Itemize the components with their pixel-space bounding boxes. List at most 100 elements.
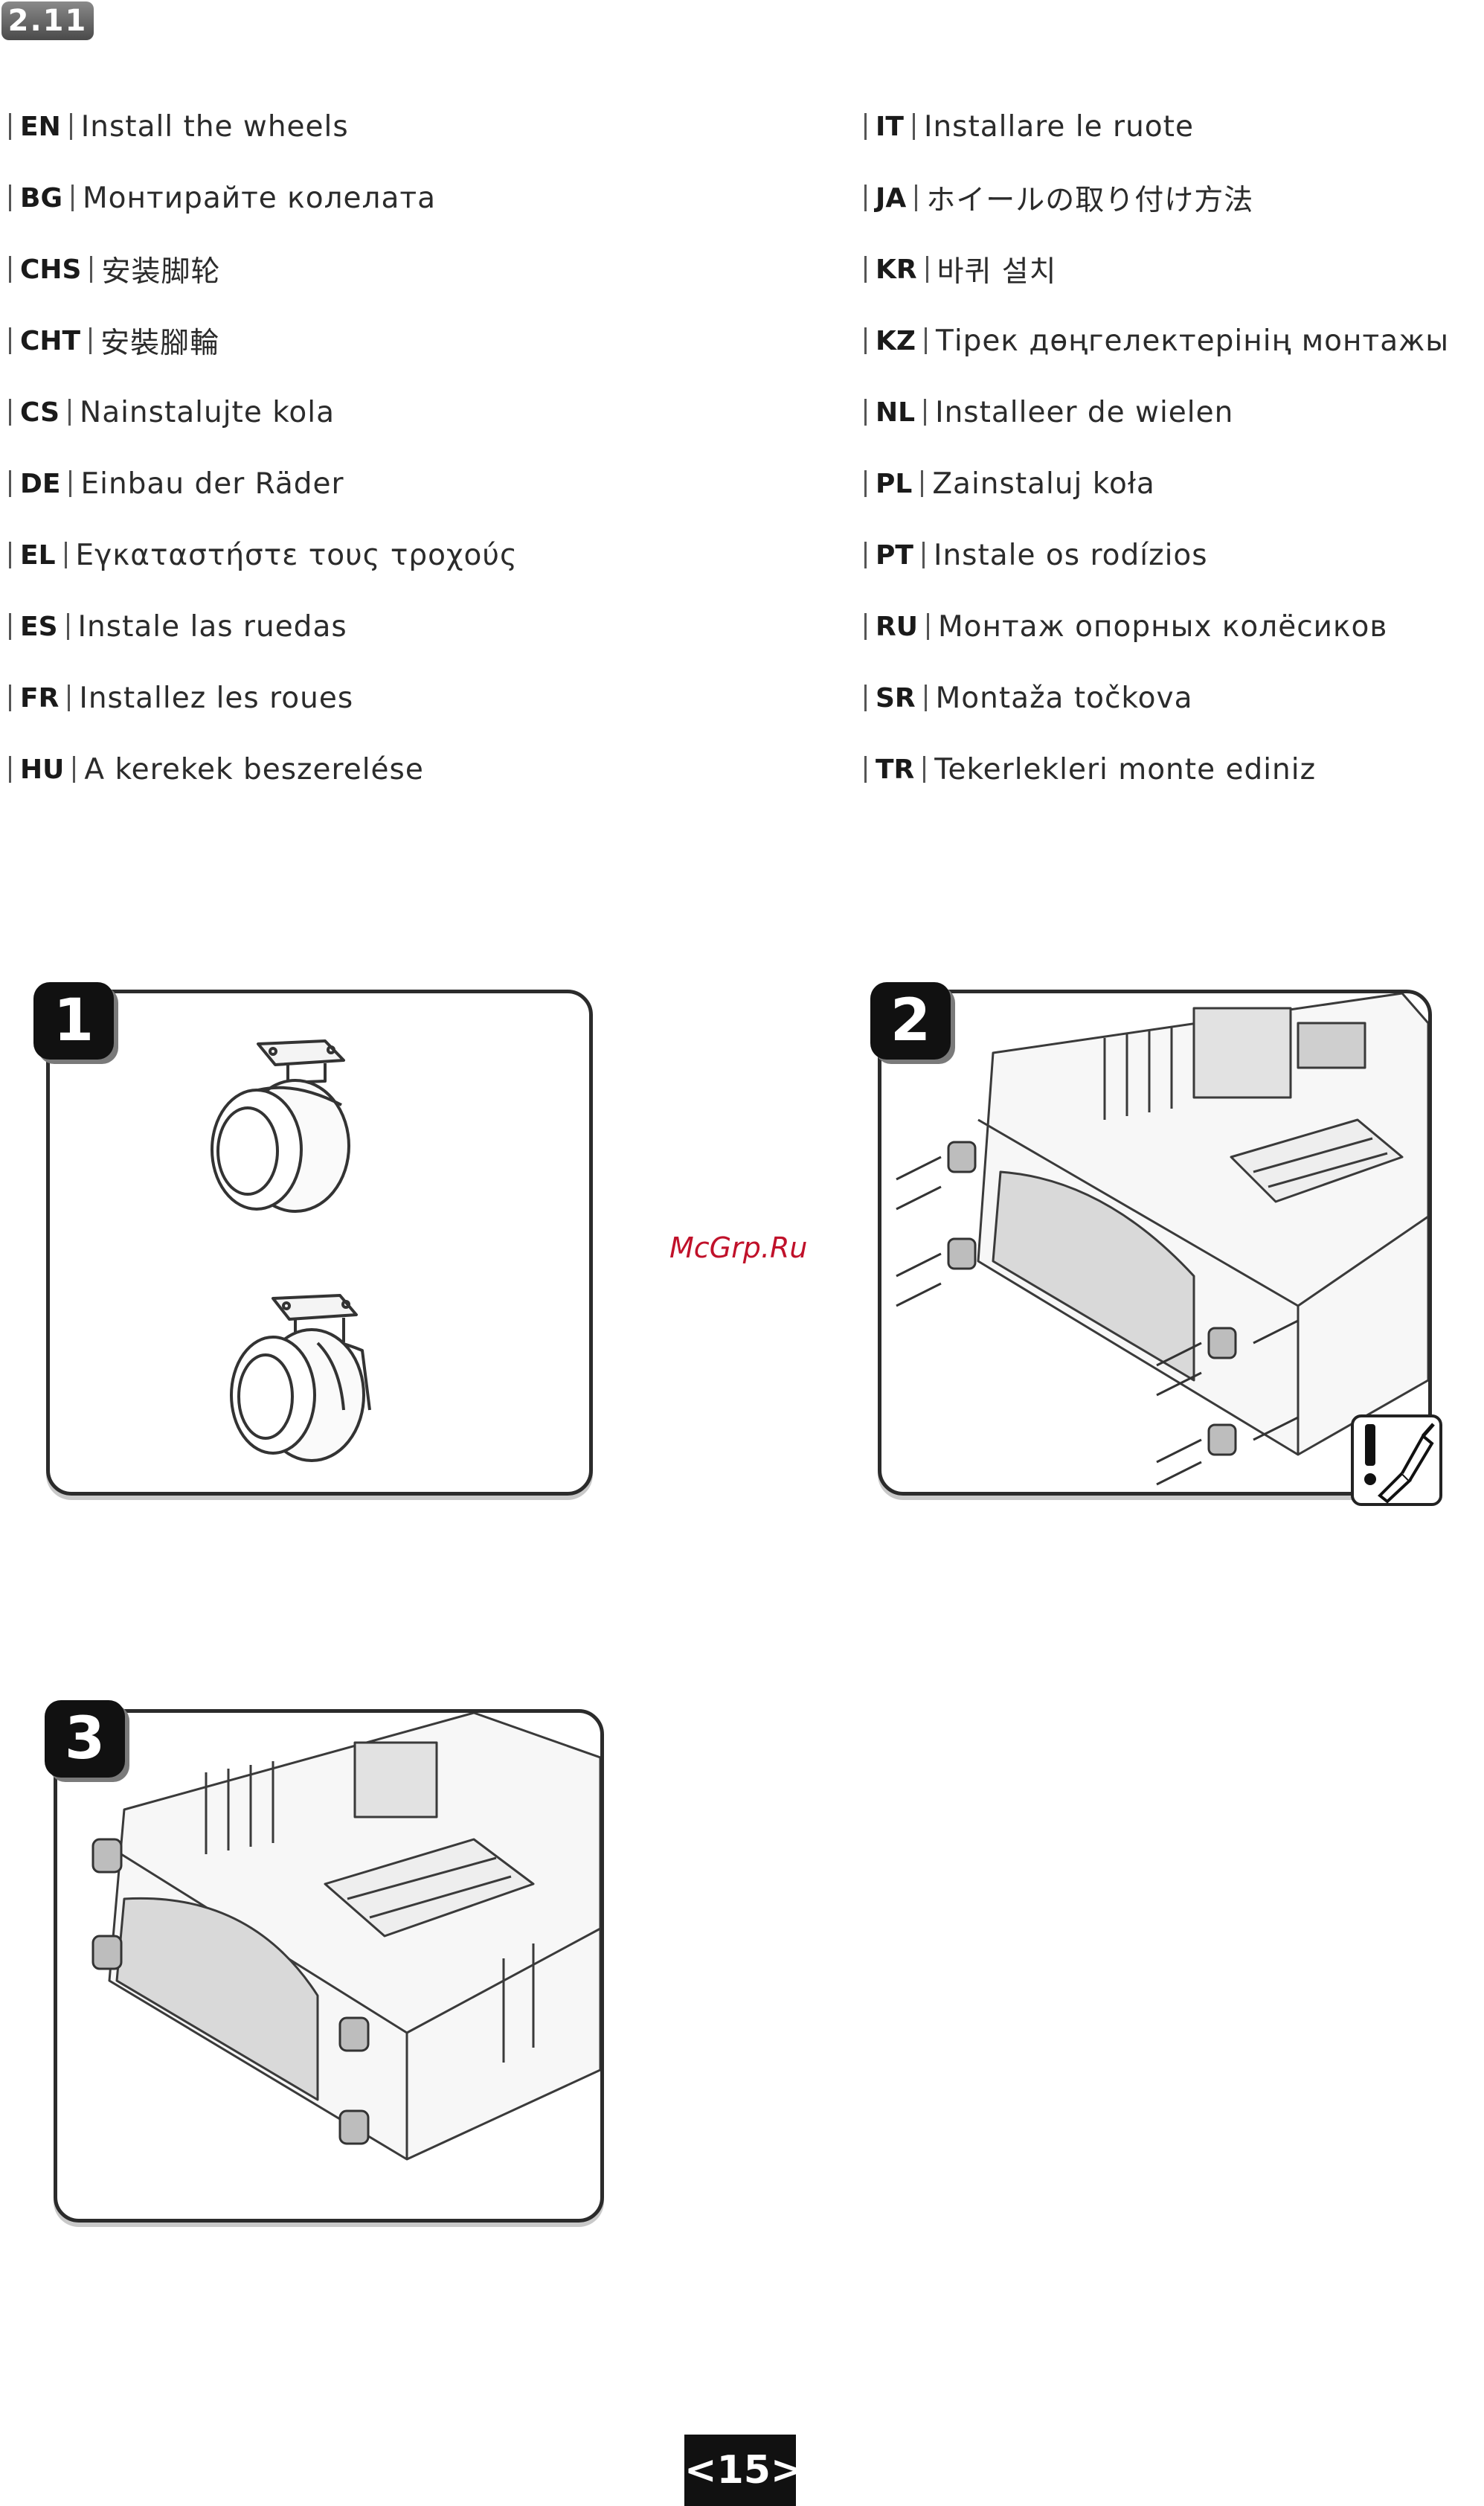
divider [9, 470, 11, 497]
divider [68, 685, 71, 711]
divider [922, 542, 925, 568]
language-code: EL [20, 539, 56, 571]
divider [864, 113, 867, 140]
language-code: SR [876, 682, 916, 714]
language-text: Zainstaluj koła [932, 467, 1155, 501]
language-item: EN Install the wheels [0, 91, 669, 162]
divider [925, 327, 927, 354]
language-code: HU [20, 754, 65, 785]
step-3-panel [54, 1709, 604, 2223]
divider [9, 685, 11, 711]
divider [864, 399, 867, 426]
divider [66, 613, 69, 640]
language-code: CHS [20, 254, 82, 285]
divider [9, 613, 11, 640]
step-1-panel [46, 990, 593, 1496]
divider [864, 185, 867, 211]
divider [9, 756, 11, 783]
step-3-badge: 3 [45, 1700, 125, 1778]
divider [9, 185, 11, 211]
divider [864, 613, 867, 640]
language-text: Монтаж опорных колёсиков [937, 609, 1388, 644]
language-code: ES [20, 611, 58, 642]
divider [924, 399, 927, 426]
language-code: TR [876, 754, 915, 785]
step-2-badge: 2 [870, 982, 951, 1060]
chassis-wheels-installed-illustration [91, 1713, 600, 2161]
divider [924, 685, 927, 711]
language-item: SR Montaža točkova [855, 662, 1484, 734]
divider [864, 327, 867, 354]
divider [69, 113, 72, 140]
exclamation-screwdriver-icon [1351, 1414, 1442, 1506]
language-text: Einbau der Räder [80, 467, 344, 501]
divider [925, 256, 928, 283]
language-item: HU A kerekek beszerelése [0, 734, 669, 805]
language-item: TR Tekerlekleri monte ediniz [855, 734, 1484, 805]
language-text: 安装脚轮 [101, 255, 221, 289]
language-text: Montaža točkova [935, 681, 1193, 715]
language-text: Εγκαταστήστε τους τροχούς [75, 538, 518, 572]
divider [90, 256, 93, 283]
language-code: RU [876, 611, 918, 642]
language-text: A kerekek beszerelése [84, 752, 424, 786]
step-2-panel [878, 990, 1432, 1496]
language-item: KR 바퀴 설치 [855, 234, 1484, 305]
language-text: Instale las ruedas [77, 609, 347, 644]
language-code: IT [876, 111, 904, 142]
language-item: JA ホイールの取り付け方法 [855, 162, 1484, 234]
language-code: BG [20, 182, 62, 214]
language-item: RU Монтаж опорных колёсиков [855, 591, 1484, 662]
divider [89, 327, 92, 354]
page-number: <15> [684, 2435, 803, 2506]
language-text: Installeer de wielen [935, 395, 1234, 429]
language-text: ホイールの取り付け方法 [926, 184, 1254, 217]
divider [9, 542, 11, 568]
divider [64, 542, 67, 568]
divider [912, 113, 915, 140]
divider [9, 399, 11, 426]
language-code: PL [876, 468, 913, 499]
divider [73, 756, 76, 783]
language-code: CS [20, 397, 60, 428]
language-text: Install the wheels [80, 109, 349, 144]
language-text: Installez les roues [79, 681, 354, 715]
divider [915, 185, 918, 211]
divider [864, 470, 867, 497]
watermark: McGrp.Ru [669, 1231, 808, 1264]
section-number-badge: 2.11 [1, 1, 94, 40]
divider [864, 685, 867, 711]
divider [71, 185, 74, 211]
language-item: PL Zainstaluj koła [855, 448, 1484, 519]
language-item: EL Εγκαταστήστε τους τροχούς [0, 519, 669, 591]
step-1-badge: 1 [33, 982, 114, 1060]
divider [864, 756, 867, 783]
language-text: 바퀴 설치 [937, 255, 1057, 289]
divider [864, 256, 867, 283]
language-item: ES Instale las ruedas [0, 591, 669, 662]
language-text: Tekerlekleri monte ediniz [934, 752, 1317, 786]
chassis-install-illustration [896, 993, 1428, 1486]
language-code: PT [876, 539, 913, 571]
language-code: JA [876, 182, 907, 214]
language-code: KR [876, 254, 917, 285]
divider [923, 756, 926, 783]
divider [69, 470, 72, 497]
divider [921, 470, 924, 497]
divider [926, 613, 929, 640]
divider [9, 256, 11, 283]
language-code: KZ [876, 325, 916, 356]
language-text: Nainstalujte kola [80, 395, 335, 429]
language-item: CS Nainstalujte kola [0, 376, 669, 448]
caster-wheels-illustration [211, 1039, 371, 1462]
language-code: EN [20, 111, 61, 142]
